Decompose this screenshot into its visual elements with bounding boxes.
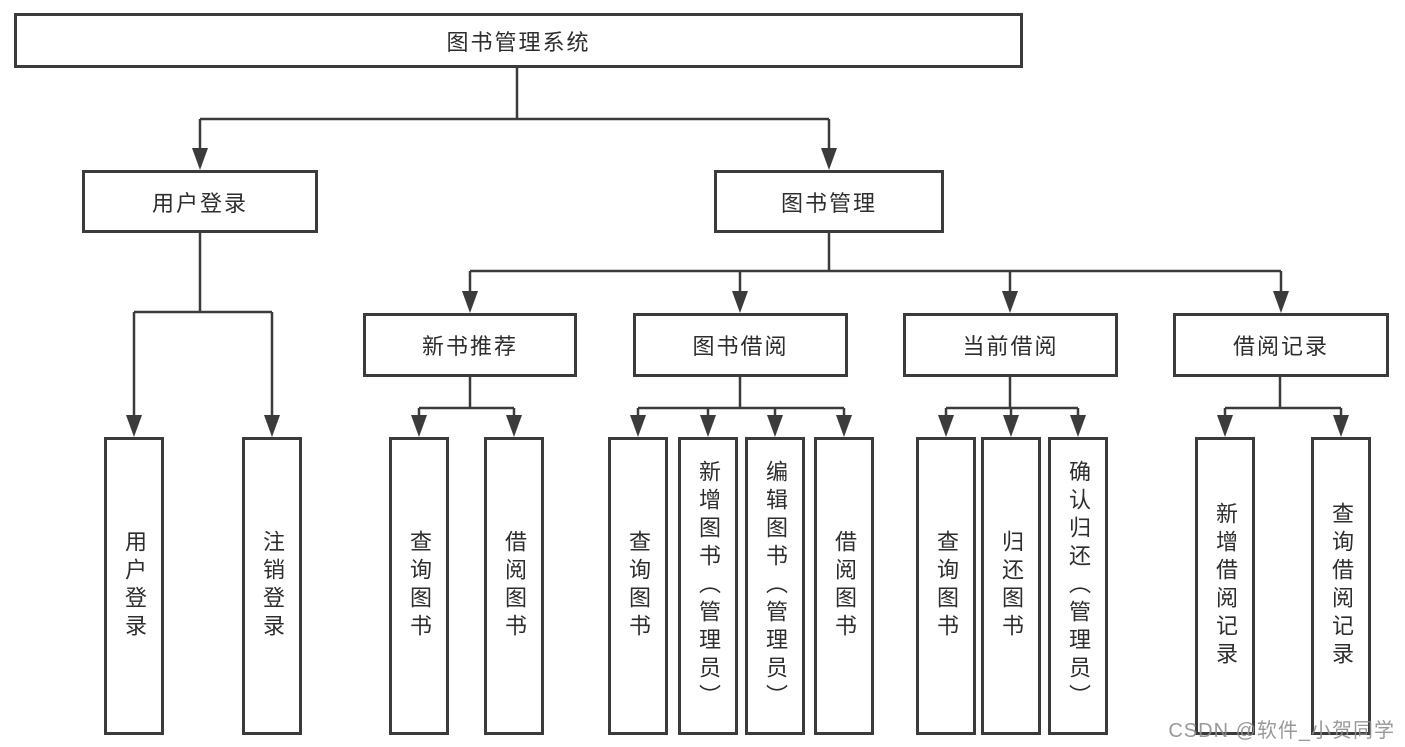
arrowhead: [630, 415, 646, 437]
leaf-borrow-books-recommend: 借阅图书: [484, 437, 544, 735]
arrowhead: [1217, 415, 1233, 437]
leaf-label: 查询图书: [626, 530, 651, 642]
leaf-add-books-admin: 新增图书（管理员）: [678, 437, 738, 735]
node-book-borrow: 图书借阅: [633, 313, 848, 377]
node-book-management: 图书管理: [714, 170, 944, 233]
node-new-book-recommend: 新书推荐: [363, 313, 577, 377]
leaf-user-login: 用户登录: [104, 437, 164, 735]
arrowhead: [411, 415, 427, 437]
arrowhead: [192, 148, 208, 170]
leaf-confirm-return-admin: 确认归还（管理员）: [1048, 437, 1108, 735]
arrowhead: [264, 415, 280, 437]
arrowhead: [126, 415, 142, 437]
node-root-system: 图书管理系统: [14, 13, 1023, 68]
arrowhead: [767, 415, 783, 437]
node-current-borrow: 当前借阅: [903, 313, 1118, 377]
arrowhead: [506, 415, 522, 437]
node-user-login: 用户登录: [82, 170, 318, 233]
arrowhead: [1070, 415, 1086, 437]
leaf-query-books-current: 查询图书: [916, 437, 976, 735]
leaf-label: 新增图书（管理员）: [696, 460, 721, 712]
csdn-watermark: CSDN @软件_小贺同学: [1168, 720, 1395, 742]
leaf-logout: 注销登录: [242, 437, 302, 735]
leaf-label: 查询图书: [934, 530, 959, 642]
arrowhead: [462, 291, 478, 313]
leaf-return-books: 归还图书: [981, 437, 1041, 735]
arrowhead: [1003, 415, 1019, 437]
arrowhead: [1273, 291, 1289, 313]
leaf-label: 查询借阅记录: [1329, 502, 1354, 670]
arrowhead: [821, 148, 837, 170]
arrowhead: [938, 415, 954, 437]
leaf-query-books-recommend: 查询图书: [389, 437, 449, 735]
arrowhead: [1002, 291, 1018, 313]
leaf-edit-books-admin: 编辑图书（管理员）: [745, 437, 805, 735]
leaf-add-borrow-record: 新增借阅记录: [1195, 437, 1255, 735]
arrowhead: [700, 415, 716, 437]
leaf-label: 确认归还（管理员）: [1066, 460, 1091, 712]
arrowhead: [836, 415, 852, 437]
leaf-label: 借阅图书: [502, 530, 527, 642]
leaf-label: 注销登录: [260, 530, 285, 642]
node-borrow-records: 借阅记录: [1173, 313, 1389, 377]
leaf-label: 借阅图书: [832, 530, 857, 642]
leaf-label: 查询图书: [407, 530, 432, 642]
leaf-label: 编辑图书（管理员）: [763, 460, 788, 712]
arrowhead: [732, 291, 748, 313]
leaf-query-borrow-record: 查询借阅记录: [1311, 437, 1371, 735]
leaf-borrow-books: 借阅图书: [814, 437, 874, 735]
leaf-query-books-borrow: 查询图书: [608, 437, 668, 735]
arrowhead: [1333, 415, 1349, 437]
leaf-label: 用户登录: [122, 530, 147, 642]
leaf-label: 归还图书: [999, 530, 1024, 642]
leaf-label: 新增借阅记录: [1213, 502, 1238, 670]
